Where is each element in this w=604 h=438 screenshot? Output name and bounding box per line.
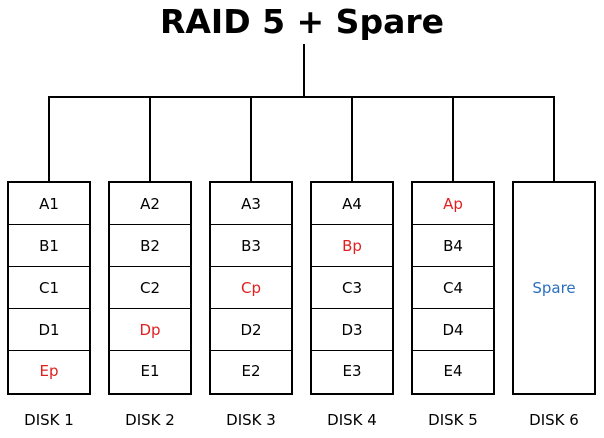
parity-block-ap: Ap [413, 183, 493, 225]
block-d2: D2 [211, 309, 291, 351]
disk-5: Ap B4 C4 D4 E4 [411, 181, 495, 395]
disk-6-label: DISK 6 [529, 411, 579, 429]
parity-block-dp: Dp [110, 309, 190, 351]
block-c2: C2 [110, 267, 190, 309]
disk-1-label: DISK 1 [24, 411, 74, 429]
block-b2: B2 [110, 225, 190, 267]
disk-3: A3 B3 Cp D2 E2 [209, 181, 293, 395]
block-d4: D4 [413, 309, 493, 351]
diagram-title: RAID 5 + Spare [159, 2, 444, 41]
block-a1: A1 [9, 183, 89, 225]
block-a3: A3 [211, 183, 291, 225]
block-b3: B3 [211, 225, 291, 267]
block-d1: D1 [9, 309, 89, 351]
parity-block-cp: Cp [211, 267, 291, 309]
block-a2: A2 [110, 183, 190, 225]
block-b1: B1 [9, 225, 89, 267]
block-e4: E4 [443, 362, 463, 380]
disk-5-label: DISK 5 [428, 411, 478, 429]
disk-2: A2 B2 C2 Dp E1 [108, 181, 192, 395]
block-c1: C1 [9, 267, 89, 309]
parity-block-bp: Bp [312, 225, 392, 267]
parity-block-ep: Ep [39, 362, 59, 380]
block-b4: B4 [413, 225, 493, 267]
disk-4: A4 Bp C3 D3 E3 [310, 181, 394, 395]
disk-6-spare: Spare [512, 181, 596, 395]
disk-3-label: DISK 3 [226, 411, 276, 429]
block-c3: C3 [312, 267, 392, 309]
spare-label: Spare [532, 279, 576, 297]
block-e3: E3 [342, 362, 362, 380]
block-d3: D3 [312, 309, 392, 351]
disk-4-label: DISK 4 [327, 411, 377, 429]
block-c4: C4 [413, 267, 493, 309]
block-e1: E1 [140, 362, 160, 380]
block-a4: A4 [312, 183, 392, 225]
disk-2-label: DISK 2 [125, 411, 175, 429]
block-e2: E2 [241, 362, 261, 380]
disk-1: A1 B1 C1 D1 Ep [7, 181, 91, 395]
